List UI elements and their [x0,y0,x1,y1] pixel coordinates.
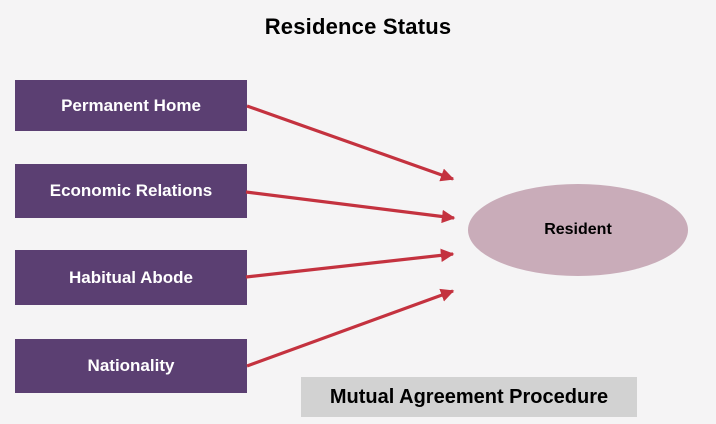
factor-box-label: Habitual Abode [68,267,194,287]
arrow-nationality-to-resident [246,288,455,368]
factor-box-permanent-home: Permanent Home [15,80,247,131]
arrow-permanent-home-to-resident [246,104,455,182]
resident-ellipse: Resident [468,184,688,276]
factor-box-nationality: Nationality [15,339,247,393]
factor-box-economic-relations: Economic Relations [15,164,247,218]
factor-box-label: Economic Relations [49,181,213,200]
factor-box-label: Permanent Home [61,95,201,115]
mutual-agreement-procedure-box: Mutual Agreement Procedure [301,377,637,417]
factor-box-label: Nationality [87,356,175,375]
slide-title: Residence Status [264,14,452,39]
factor-box-habitual-abode: Habitual Abode [15,250,247,305]
mutual-agreement-procedure-label: Mutual Agreement Procedure [329,385,609,408]
arrow-economic-relations-to-resident [245,190,456,224]
resident-ellipse-label: Resident [544,221,612,238]
arrow-habitual-abode-to-resident [245,248,455,279]
